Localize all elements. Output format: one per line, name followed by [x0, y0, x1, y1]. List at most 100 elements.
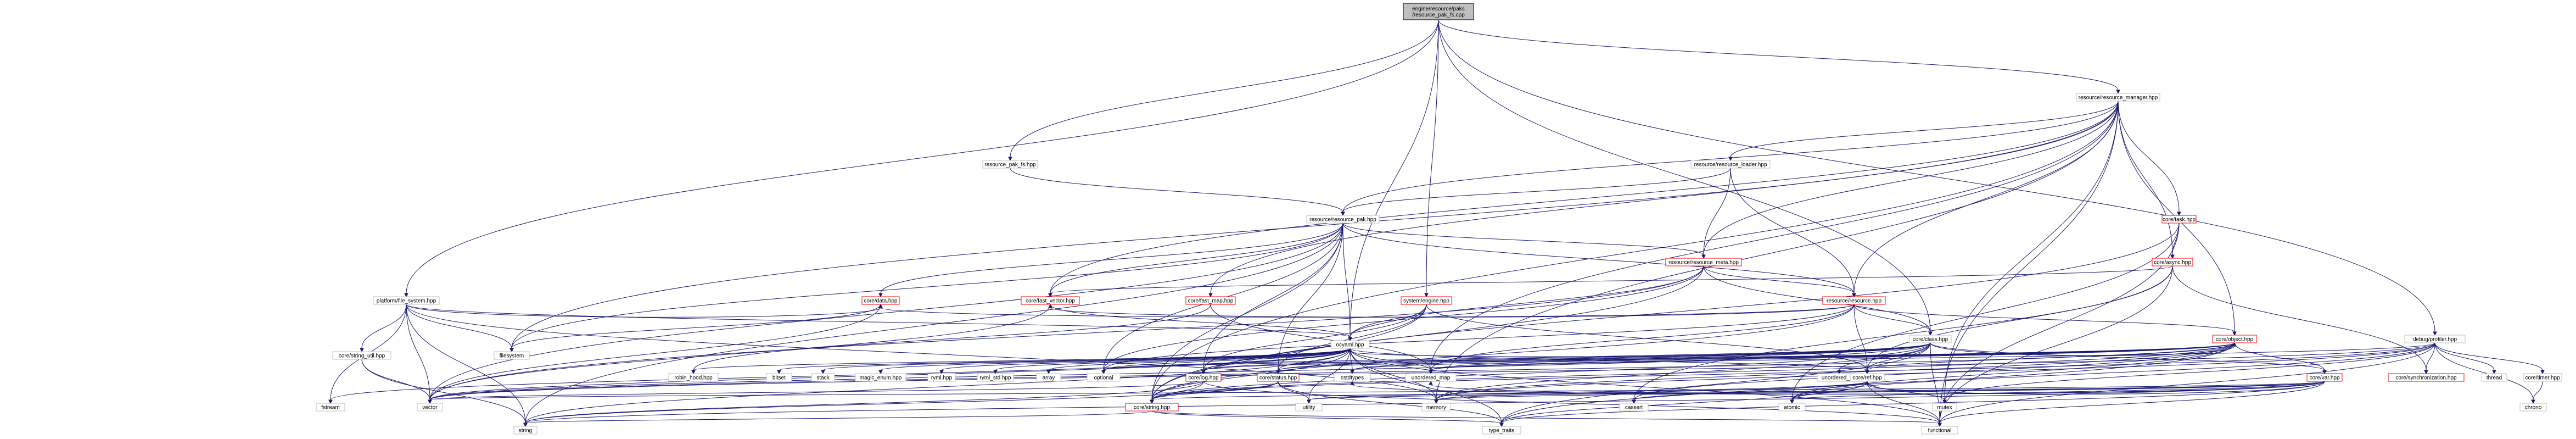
edge-arrowhead: [1865, 370, 1869, 375]
edge-arrowhead: [821, 370, 825, 375]
edge-line: [1342, 168, 1731, 213]
dependency-edge: [1151, 410, 1504, 427]
node-box: [855, 373, 906, 382]
edge-line: [406, 304, 1351, 338]
graph-node-bitset[interactable]: bitset: [766, 373, 792, 382]
dependency-edge: [428, 381, 1204, 404]
edge-line: [429, 304, 881, 401]
graph-node-optional[interactable]: optional: [1087, 373, 1121, 382]
dependency-edge: [509, 101, 2119, 353]
graph-node-resource-meta[interactable]: resource/resource_meta.hpp: [1665, 258, 1742, 266]
edge-line: [1151, 304, 1855, 401]
graph-node-fstream[interactable]: fstream: [316, 403, 345, 412]
graph-node-profiler[interactable]: debug/profiler.hpp: [2404, 335, 2466, 343]
graph-node-mutex[interactable]: mutex: [1932, 403, 1957, 412]
edge-line: [1352, 342, 2235, 371]
graph-node-resource-pak-fs[interactable]: resource_pak_fs.hpp: [982, 160, 1038, 169]
graph-node-task[interactable]: core/task.hpp: [2161, 215, 2197, 224]
graph-node-string[interactable]: string: [513, 426, 537, 435]
graph-node-cassert[interactable]: cassert: [1619, 403, 1649, 412]
edge-line: [1151, 342, 2435, 401]
graph-node-fast-vector[interactable]: core/fast_vector.hpp: [1021, 296, 1080, 305]
graph-node-core-string[interactable]: core/string.hpp: [1125, 403, 1179, 412]
edge-line: [1633, 265, 2173, 401]
edge-arrowhead: [1150, 399, 1154, 404]
edge-line: [1210, 101, 2119, 294]
node-box: [1125, 403, 1179, 412]
graph-node-resource-loader[interactable]: resource/resource_loader.hpp: [1690, 160, 1771, 169]
graph-node-cstdtypes[interactable]: cstdtypes: [1334, 373, 1371, 382]
edge-line: [1342, 223, 1351, 338]
graph-node-atomic[interactable]: atomic: [1778, 403, 1806, 412]
node-label: ocyaml.hpp: [1336, 342, 1364, 348]
graph-node-ocyaml[interactable]: ocyaml.hpp: [1330, 340, 1370, 349]
dependency-edge: [1701, 101, 2119, 259]
node-label: vector: [422, 405, 438, 411]
node-label: /resource_pak_fs.cpp: [1412, 12, 1465, 18]
edge-line: [1050, 304, 1351, 338]
graph-node-fast-map[interactable]: core/fast_map.hpp: [1185, 296, 1236, 305]
dependency-edge: [2424, 342, 2435, 375]
edge-line: [2118, 101, 2173, 255]
edge-line: [1349, 304, 1427, 338]
edge-line: [1308, 348, 1351, 401]
node-label: core/status.hpp: [1259, 375, 1297, 381]
edge-line: [693, 304, 1211, 371]
graph-node-chrono[interactable]: chrono: [2519, 403, 2547, 412]
edge-line: [1210, 304, 1431, 371]
dependency-edge: [328, 348, 1351, 404]
graph-node-synchronization[interactable]: core/synchronization.hpp: [2388, 373, 2465, 382]
graph-node-ryml[interactable]: ryml.hpp: [927, 373, 956, 382]
edge-line: [1867, 381, 1945, 401]
graph-node-unordered-map[interactable]: unordered_map: [1405, 373, 1457, 382]
graph-node-type-traits[interactable]: type_traits: [1482, 426, 1521, 435]
graph-node-magic-enum[interactable]: magic_enum.hpp: [855, 373, 906, 382]
node-box: [2404, 335, 2466, 343]
graph-node-timer[interactable]: core/timer.hpp: [2523, 373, 2562, 382]
edge-line: [880, 348, 1351, 371]
edge-arrowhead: [404, 293, 408, 298]
edge-line: [429, 342, 2435, 401]
graph-node-array[interactable]: array: [1036, 373, 1061, 382]
edge-line: [1151, 223, 1343, 401]
edge-arrowhead: [1208, 293, 1213, 298]
graph-node-stack[interactable]: stack: [811, 373, 835, 382]
edge-line: [1050, 101, 2119, 294]
node-label: core/timer.hpp: [2525, 375, 2560, 381]
graph-node-resource-manager[interactable]: resource/resource_manager.hpp: [2076, 93, 2160, 102]
graph-node-async[interactable]: core/async.hpp: [2152, 258, 2193, 266]
edge-line: [1944, 101, 2119, 401]
graph-node-log[interactable]: core/log.hpp: [1185, 373, 1222, 382]
graph-node-engine[interactable]: system/engine.hpp: [1401, 296, 1452, 305]
graph-node-status[interactable]: core/status.hpp: [1257, 373, 1300, 382]
graph-node-resource[interactable]: resource/resource.hpp: [1822, 296, 1886, 305]
node-box: [1405, 373, 1457, 382]
graph-node-robin-hood[interactable]: robin_hood.hpp: [668, 373, 719, 382]
edge-line: [1278, 342, 1931, 371]
graph-node-resource-pak[interactable]: resource/resource_pak.hpp: [1306, 215, 1380, 224]
graph-node-object[interactable]: core/object.hpp: [2212, 335, 2257, 343]
node-box: [1330, 340, 1370, 349]
graph-node-utility[interactable]: utility: [1295, 403, 1323, 412]
graph-node-filesystem[interactable]: filesystem: [494, 351, 530, 360]
graph-node-data[interactable]: core/data.hpp: [861, 296, 900, 305]
edge-line: [1438, 19, 1931, 332]
graph-node-ryml-std[interactable]: ryml_std.hpp: [977, 373, 1014, 382]
node-label: core/string.hpp: [1134, 405, 1171, 411]
graph-node-vector[interactable]: vector: [417, 403, 443, 412]
edge-line: [1349, 348, 1868, 371]
graph-node-ref[interactable]: core/ref.hpp: [1850, 373, 1885, 382]
dependency-edge: [1150, 381, 1279, 404]
graph-node-file-system[interactable]: platform/file_system.hpp: [373, 296, 440, 305]
node-label: core/ref.hpp: [1852, 375, 1882, 381]
graph-node-var[interactable]: core/var.hpp: [2306, 373, 2343, 382]
dependency-edge: [1632, 381, 1868, 404]
graph-node-memory[interactable]: memory: [1421, 403, 1451, 412]
node-box: [2306, 373, 2343, 382]
graph-node-class[interactable]: core/class.hpp: [1909, 335, 1952, 343]
edge-line: [1349, 348, 1940, 424]
graph-node-string-util[interactable]: core/string_util.hpp: [332, 351, 391, 360]
node-label: cstdtypes: [1341, 375, 1364, 381]
graph-node-thread[interactable]: thread: [2481, 373, 2507, 382]
graph-node-functional[interactable]: functional: [1921, 426, 1958, 435]
